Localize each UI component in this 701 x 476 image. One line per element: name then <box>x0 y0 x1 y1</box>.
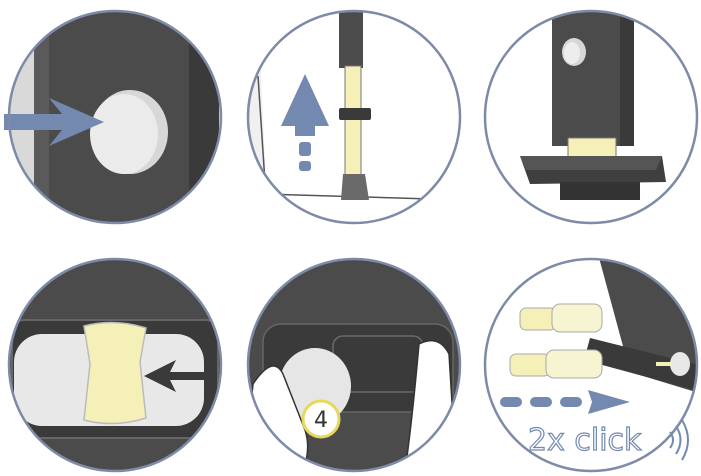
panel-slide-cover <box>4 254 226 476</box>
step-badge-number: 4 <box>314 408 328 433</box>
panel-insert-strip <box>243 6 465 228</box>
strip-icon <box>345 66 361 186</box>
panel-device-dock <box>480 6 701 228</box>
panel-click-twice: 2x click <box>480 254 701 476</box>
click-label: 2x click <box>528 423 642 458</box>
panel-hold-device: 4 <box>243 254 465 476</box>
panel-press-button <box>4 6 226 228</box>
